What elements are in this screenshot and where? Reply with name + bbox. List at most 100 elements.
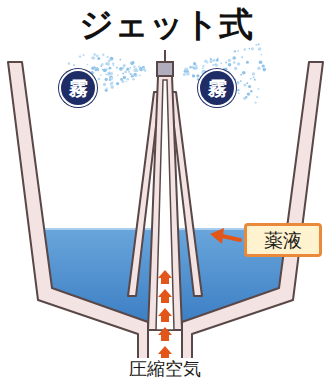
mist-dot bbox=[241, 56, 243, 58]
mist-label: 霧 bbox=[208, 79, 227, 98]
mist-dot bbox=[243, 83, 246, 86]
mist-dot bbox=[260, 54, 262, 56]
leader-line bbox=[222, 236, 240, 240]
mist-dot bbox=[111, 81, 114, 84]
mist-dot bbox=[123, 76, 126, 79]
air-label: 圧縮空気 bbox=[126, 358, 204, 380]
mist-dot bbox=[250, 90, 252, 92]
air-arrow bbox=[158, 289, 172, 303]
mist-dot bbox=[126, 78, 129, 81]
mist-dot bbox=[108, 60, 111, 63]
mist-dot bbox=[112, 63, 114, 65]
mist-dot bbox=[246, 61, 249, 64]
air-channel bbox=[156, 80, 174, 330]
mist-dot bbox=[209, 60, 212, 63]
mist-dot bbox=[257, 67, 260, 70]
mist-circle: 霧 bbox=[198, 69, 236, 107]
mist-dot bbox=[101, 63, 103, 65]
mist-dot bbox=[122, 73, 124, 75]
nozzle-tip bbox=[164, 50, 166, 62]
mist-dot bbox=[236, 81, 240, 85]
mist-circle: 霧 bbox=[59, 69, 97, 107]
mist-dot bbox=[109, 73, 111, 75]
mist-dot bbox=[237, 62, 240, 65]
mist-dot bbox=[192, 74, 195, 77]
leader-head bbox=[210, 228, 224, 244]
mist-dot bbox=[103, 83, 106, 86]
mist-dot bbox=[204, 60, 207, 63]
mist-dot bbox=[93, 53, 96, 56]
mist-dot bbox=[130, 73, 132, 75]
mist-dot bbox=[79, 55, 81, 57]
nozzle-cap bbox=[157, 62, 173, 76]
mist-dot bbox=[202, 65, 204, 67]
mist-dot bbox=[256, 96, 258, 98]
mist-dot bbox=[97, 57, 100, 60]
mist-dot bbox=[128, 71, 130, 73]
mist-dot bbox=[119, 59, 121, 61]
mist-dot bbox=[255, 102, 257, 104]
mist-dot bbox=[254, 79, 256, 81]
mist-dot bbox=[107, 72, 111, 76]
mist-dot bbox=[132, 78, 135, 81]
label-box: 薬液 bbox=[244, 223, 322, 257]
mist-dot bbox=[87, 64, 89, 66]
mist-dot bbox=[109, 67, 112, 70]
mist-dot bbox=[135, 70, 138, 73]
mist-dot bbox=[110, 77, 113, 80]
mist-dot bbox=[225, 62, 227, 64]
mist-dot bbox=[237, 50, 239, 52]
mist-dot bbox=[193, 62, 196, 65]
mist-dot bbox=[183, 73, 186, 76]
mist-dot bbox=[105, 78, 108, 81]
cup-wall-right bbox=[182, 62, 323, 368]
mist-dot bbox=[228, 59, 231, 62]
mist-dot bbox=[245, 96, 247, 98]
mist-dot bbox=[105, 74, 107, 76]
mist-dot bbox=[228, 63, 231, 66]
mist-dot bbox=[96, 55, 98, 57]
mist-dot bbox=[124, 71, 127, 74]
mist-dot bbox=[210, 58, 212, 60]
mist-dot bbox=[131, 61, 134, 64]
mist-dot bbox=[130, 62, 134, 66]
mist-dot bbox=[258, 47, 261, 50]
air-arrows bbox=[158, 270, 172, 360]
mist-dot bbox=[107, 56, 109, 58]
mist-dot bbox=[258, 88, 260, 90]
mist-dot bbox=[234, 67, 237, 70]
mist-dot bbox=[248, 85, 251, 88]
mist-dot bbox=[139, 75, 141, 77]
mist-dot bbox=[249, 48, 251, 50]
mist-dot bbox=[255, 44, 257, 46]
mist-dot bbox=[125, 81, 127, 83]
mist-dot bbox=[98, 78, 101, 81]
mist-dot bbox=[251, 47, 254, 50]
mist-dot bbox=[119, 67, 123, 71]
mist-dot bbox=[110, 82, 113, 85]
mist-dot bbox=[126, 68, 129, 71]
mist-dot bbox=[120, 78, 123, 81]
mist-dot bbox=[110, 85, 114, 89]
mist-dot bbox=[123, 64, 126, 67]
mist-dot bbox=[100, 74, 102, 76]
mist-dot bbox=[105, 89, 108, 92]
mist-dot bbox=[110, 83, 113, 86]
mist-dot bbox=[250, 78, 252, 80]
title: ジェット式 bbox=[0, 2, 331, 48]
mist-dot bbox=[220, 62, 222, 64]
mist-dot bbox=[213, 59, 216, 62]
mist-dot bbox=[196, 74, 199, 77]
mist-dot bbox=[116, 67, 118, 69]
mist-dot bbox=[189, 66, 191, 68]
mist-dot bbox=[117, 74, 119, 76]
mist-dot bbox=[232, 57, 234, 59]
air-tube bbox=[148, 76, 182, 330]
mist-dot bbox=[244, 48, 247, 51]
mist-dot bbox=[263, 68, 267, 72]
mist-dot bbox=[143, 67, 145, 69]
mist-dot bbox=[107, 62, 110, 65]
mist-spray bbox=[68, 43, 267, 103]
